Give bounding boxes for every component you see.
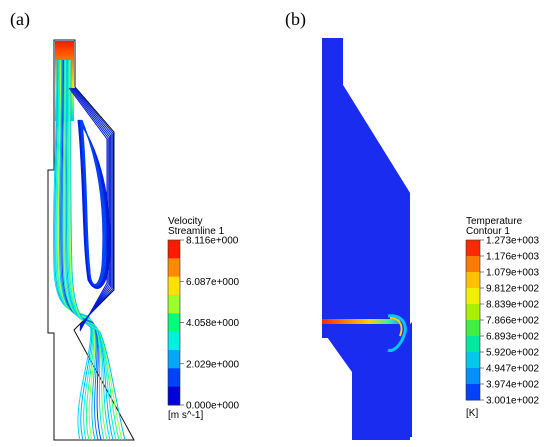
velocity-colorbar-segment bbox=[168, 350, 180, 369]
streamline bbox=[53, 59, 92, 441]
velocity-colorbar-segment bbox=[168, 258, 180, 278]
panel-b-label: (b) bbox=[285, 9, 306, 30]
temperature-tick-label: 9.812e+002 bbox=[486, 284, 540, 295]
velocity-colorbar bbox=[167, 239, 181, 406]
streamline bbox=[68, 59, 120, 441]
temperature-tick-label: 3.001e+002 bbox=[486, 396, 540, 407]
temperature-colorbar-segment bbox=[466, 304, 480, 321]
streamline bbox=[56, 59, 95, 441]
streamline bbox=[63, 59, 108, 441]
velocity-colorbar-segment bbox=[168, 368, 180, 388]
velocity-tick-label: 6.087e+000 bbox=[186, 277, 240, 288]
velocity-tick-label: 8.116e+000 bbox=[186, 236, 239, 247]
temperature-legend: Temperature Contour 1 1.273e+003 1.176e+0… bbox=[465, 216, 540, 419]
temperature-colorbar-segment bbox=[466, 352, 480, 369]
temperature-colorbar bbox=[465, 239, 481, 401]
velocity-legend: Velocity Streamline 1 8.116e+000 6.087e+0… bbox=[167, 216, 240, 421]
panel-a: (a) Velocity Streamline 1 8.116e+000 6.08… bbox=[10, 9, 240, 441]
temperature-legend-subtitle: Contour 1 bbox=[466, 226, 510, 237]
velocity-unit-label: [m s^-1] bbox=[168, 410, 203, 421]
velocity-tick-label: 4.058e+000 bbox=[186, 318, 240, 329]
streamline bbox=[60, 59, 99, 441]
streamline bbox=[64, 59, 111, 441]
wall-streamline bbox=[71, 87, 110, 329]
velocity-tick-label: 0.000e+000 bbox=[186, 401, 240, 412]
temperature-colorbar-segment bbox=[466, 288, 480, 305]
temperature-tick-labels: 1.273e+003 1.176e+003 1.079e+003 9.812e+002… bbox=[480, 236, 540, 407]
velocity-legend-title: Velocity bbox=[168, 216, 202, 227]
velocity-tick-label: 2.029e+000 bbox=[186, 359, 240, 370]
panel-a-label: (a) bbox=[10, 9, 30, 30]
temperature-tick-label: 1.273e+003 bbox=[486, 236, 540, 247]
temperature-colorbar-segment bbox=[466, 240, 480, 257]
temperature-lower-region bbox=[322, 330, 410, 440]
temperature-colorbar-segment bbox=[466, 384, 480, 401]
temperature-tick-label: 5.920e+002 bbox=[486, 348, 540, 359]
velocity-legend-subtitle: Streamline 1 bbox=[168, 226, 225, 237]
temperature-tick-label: 4.947e+002 bbox=[486, 364, 540, 375]
temperature-tick-label: 1.079e+003 bbox=[486, 268, 540, 279]
velocity-colorbar-segment bbox=[168, 295, 180, 314]
temperature-tick-label: 6.893e+002 bbox=[486, 332, 540, 343]
recirculation-streamline bbox=[81, 119, 104, 285]
wall-streamline bbox=[69, 87, 109, 331]
streamline bbox=[54, 59, 93, 441]
streamline bbox=[55, 59, 94, 441]
temperature-tick-label: 1.176e+003 bbox=[486, 252, 540, 263]
streamline bbox=[70, 59, 126, 441]
velocity-colorbar-segment bbox=[168, 240, 180, 259]
streamline bbox=[69, 59, 123, 441]
temperature-colorbar-segment bbox=[466, 336, 480, 353]
hot-jet bbox=[322, 319, 400, 324]
streamline bbox=[57, 59, 96, 441]
temperature-colorbar-segment bbox=[466, 272, 480, 289]
velocity-colorbar-segment bbox=[168, 386, 180, 406]
streamlines bbox=[53, 59, 126, 441]
streamline bbox=[61, 59, 102, 441]
hot-jet-core bbox=[389, 317, 403, 337]
wall-streamline bbox=[68, 87, 108, 332]
hot-jet-tip bbox=[387, 314, 407, 352]
temperature-left-column bbox=[322, 38, 343, 338]
streamline bbox=[58, 59, 97, 441]
panel-b: (b) Temperature Contour 1 1.273e+003 1.17… bbox=[285, 9, 540, 440]
streamline bbox=[62, 59, 105, 441]
temperature-unit-label: [K] bbox=[466, 408, 478, 419]
temperature-colorbar-segment bbox=[466, 320, 480, 337]
velocity-tick-labels: 8.116e+000 6.087e+000 4.058e+000 2.029e+000… bbox=[180, 236, 240, 412]
velocity-colorbar-segment bbox=[168, 276, 180, 296]
temperature-tick-label: 3.974e+002 bbox=[486, 380, 540, 391]
temperature-legend-title: Temperature bbox=[466, 216, 523, 227]
velocity-colorbar-segment bbox=[168, 313, 180, 333]
streamline bbox=[66, 59, 117, 441]
temperature-colorbar-segment bbox=[466, 368, 480, 385]
velocity-colorbar-segment bbox=[168, 331, 180, 351]
temperature-colorbar-segment bbox=[466, 256, 480, 273]
temperature-tick-label: 7.866e+002 bbox=[486, 316, 540, 327]
streamline bbox=[65, 59, 114, 441]
temperature-tick-label: 8.839e+002 bbox=[486, 300, 540, 311]
